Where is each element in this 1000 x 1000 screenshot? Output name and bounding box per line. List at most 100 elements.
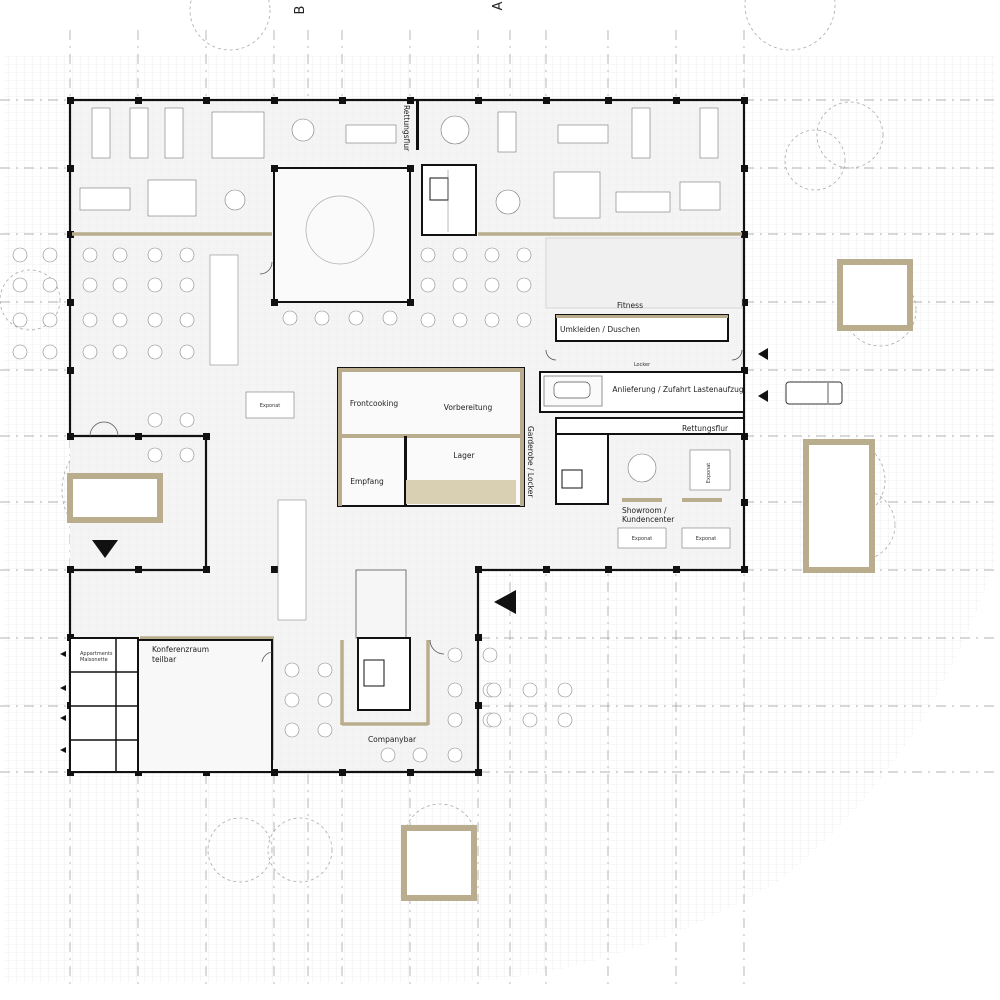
table: [486, 712, 502, 728]
table: [284, 662, 300, 678]
office-furniture: [79, 107, 721, 219]
label-frontcooking: Frontcooking: [350, 399, 398, 408]
table: [317, 722, 333, 738]
table: [380, 747, 396, 763]
label-companybar: Companybar: [368, 735, 417, 744]
central-exhibit: [245, 391, 295, 419]
stair-core-east: [555, 433, 609, 505]
table: [112, 312, 128, 328]
table: [282, 310, 298, 326]
table: [179, 412, 195, 428]
courtyard-north: [273, 167, 411, 303]
table: [147, 344, 163, 360]
label-anlieferung: Anlieferung / Zufahrt Lastenaufzug: [612, 385, 744, 394]
table: [447, 747, 463, 763]
table: [82, 312, 98, 328]
planter-west: [67, 473, 163, 523]
stair-core-north: [421, 164, 477, 236]
table: [522, 682, 538, 698]
courtyard-tree: [305, 195, 375, 265]
table: [317, 662, 333, 678]
table: [12, 344, 28, 360]
table: [482, 647, 498, 663]
conference-room: Konferenzraum teilbar: [137, 639, 273, 773]
planters: [401, 259, 913, 901]
axis-label-a: A: [491, 1, 506, 10]
label-showroom-2: Kundencenter: [622, 515, 675, 524]
table: [452, 312, 468, 328]
label-appartments-2: Maisonette: [80, 657, 108, 663]
table: [516, 277, 532, 293]
table: [12, 312, 28, 328]
table: [522, 712, 538, 728]
table: [147, 447, 163, 463]
van: [785, 381, 843, 405]
table: [42, 312, 58, 328]
table: [516, 312, 532, 328]
label-garderobe: Garderobe / Locker: [526, 426, 535, 498]
table: [484, 277, 500, 293]
table: [179, 312, 195, 328]
axis-label-b: B: [293, 6, 308, 15]
table: [42, 247, 58, 263]
table: [447, 682, 463, 698]
label-exponat-4: Exponat: [696, 536, 717, 542]
table: [382, 310, 398, 326]
table: [348, 310, 364, 326]
table: [179, 447, 195, 463]
fitness-area: Fitness Umkleiden / Duschen Locker: [545, 237, 743, 368]
table: [12, 247, 28, 263]
table: [82, 344, 98, 360]
label-rettungsflur-east: Rettungsflur: [682, 424, 729, 433]
entrance-markers: [60, 348, 768, 753]
label-fitness: Fitness: [617, 301, 643, 310]
stair-core-south: [355, 569, 411, 711]
label-appartments-1: Appartments: [80, 651, 113, 657]
showroom: Showroom / Kundencenter Exponat Exponat …: [617, 449, 731, 549]
table: [447, 712, 463, 728]
label-konferenz-2: teilbar: [152, 655, 177, 664]
table: [412, 747, 428, 763]
label-showroom-1: Showroom /: [622, 506, 667, 515]
label-exponat-1: Exponat: [260, 403, 281, 409]
table: [112, 247, 128, 263]
table: [179, 247, 195, 263]
table: [147, 312, 163, 328]
table: [420, 312, 436, 328]
table: [484, 247, 500, 263]
table: [420, 247, 436, 263]
table: [112, 344, 128, 360]
table: [82, 247, 98, 263]
label-locker: Locker: [634, 362, 651, 368]
table: [484, 312, 500, 328]
label-exponat-3: Exponat: [632, 536, 653, 542]
table: [112, 277, 128, 293]
table: [314, 310, 330, 326]
stair-west: [209, 254, 307, 621]
appartments: Appartments Maisonette: [69, 637, 139, 773]
table: [179, 344, 195, 360]
label-umkleiden: Umkleiden / Duschen: [560, 325, 640, 334]
label-empfang: Empfang: [350, 477, 384, 486]
table: [516, 247, 532, 263]
table: [147, 412, 163, 428]
table: [12, 277, 28, 293]
kitchen-block: Frontcooking Vorbereitung Lager Empfang …: [337, 367, 535, 507]
doors: [89, 261, 743, 663]
table: [447, 647, 463, 663]
restaurant-tables-west: [12, 247, 195, 463]
table: [42, 277, 58, 293]
table: [82, 277, 98, 293]
table: [284, 692, 300, 708]
table: [557, 712, 573, 728]
rettungsflur-north-wall: [416, 100, 419, 150]
delivery-lift: Anlieferung / Zufahrt Lastenaufzug Rettu…: [539, 371, 745, 435]
table: [317, 692, 333, 708]
table: [420, 277, 436, 293]
label-vorbereitung: Vorbereitung: [444, 403, 493, 412]
restaurant-tables-east: [282, 247, 573, 763]
table: [486, 682, 502, 698]
table: [147, 277, 163, 293]
table: [284, 722, 300, 738]
